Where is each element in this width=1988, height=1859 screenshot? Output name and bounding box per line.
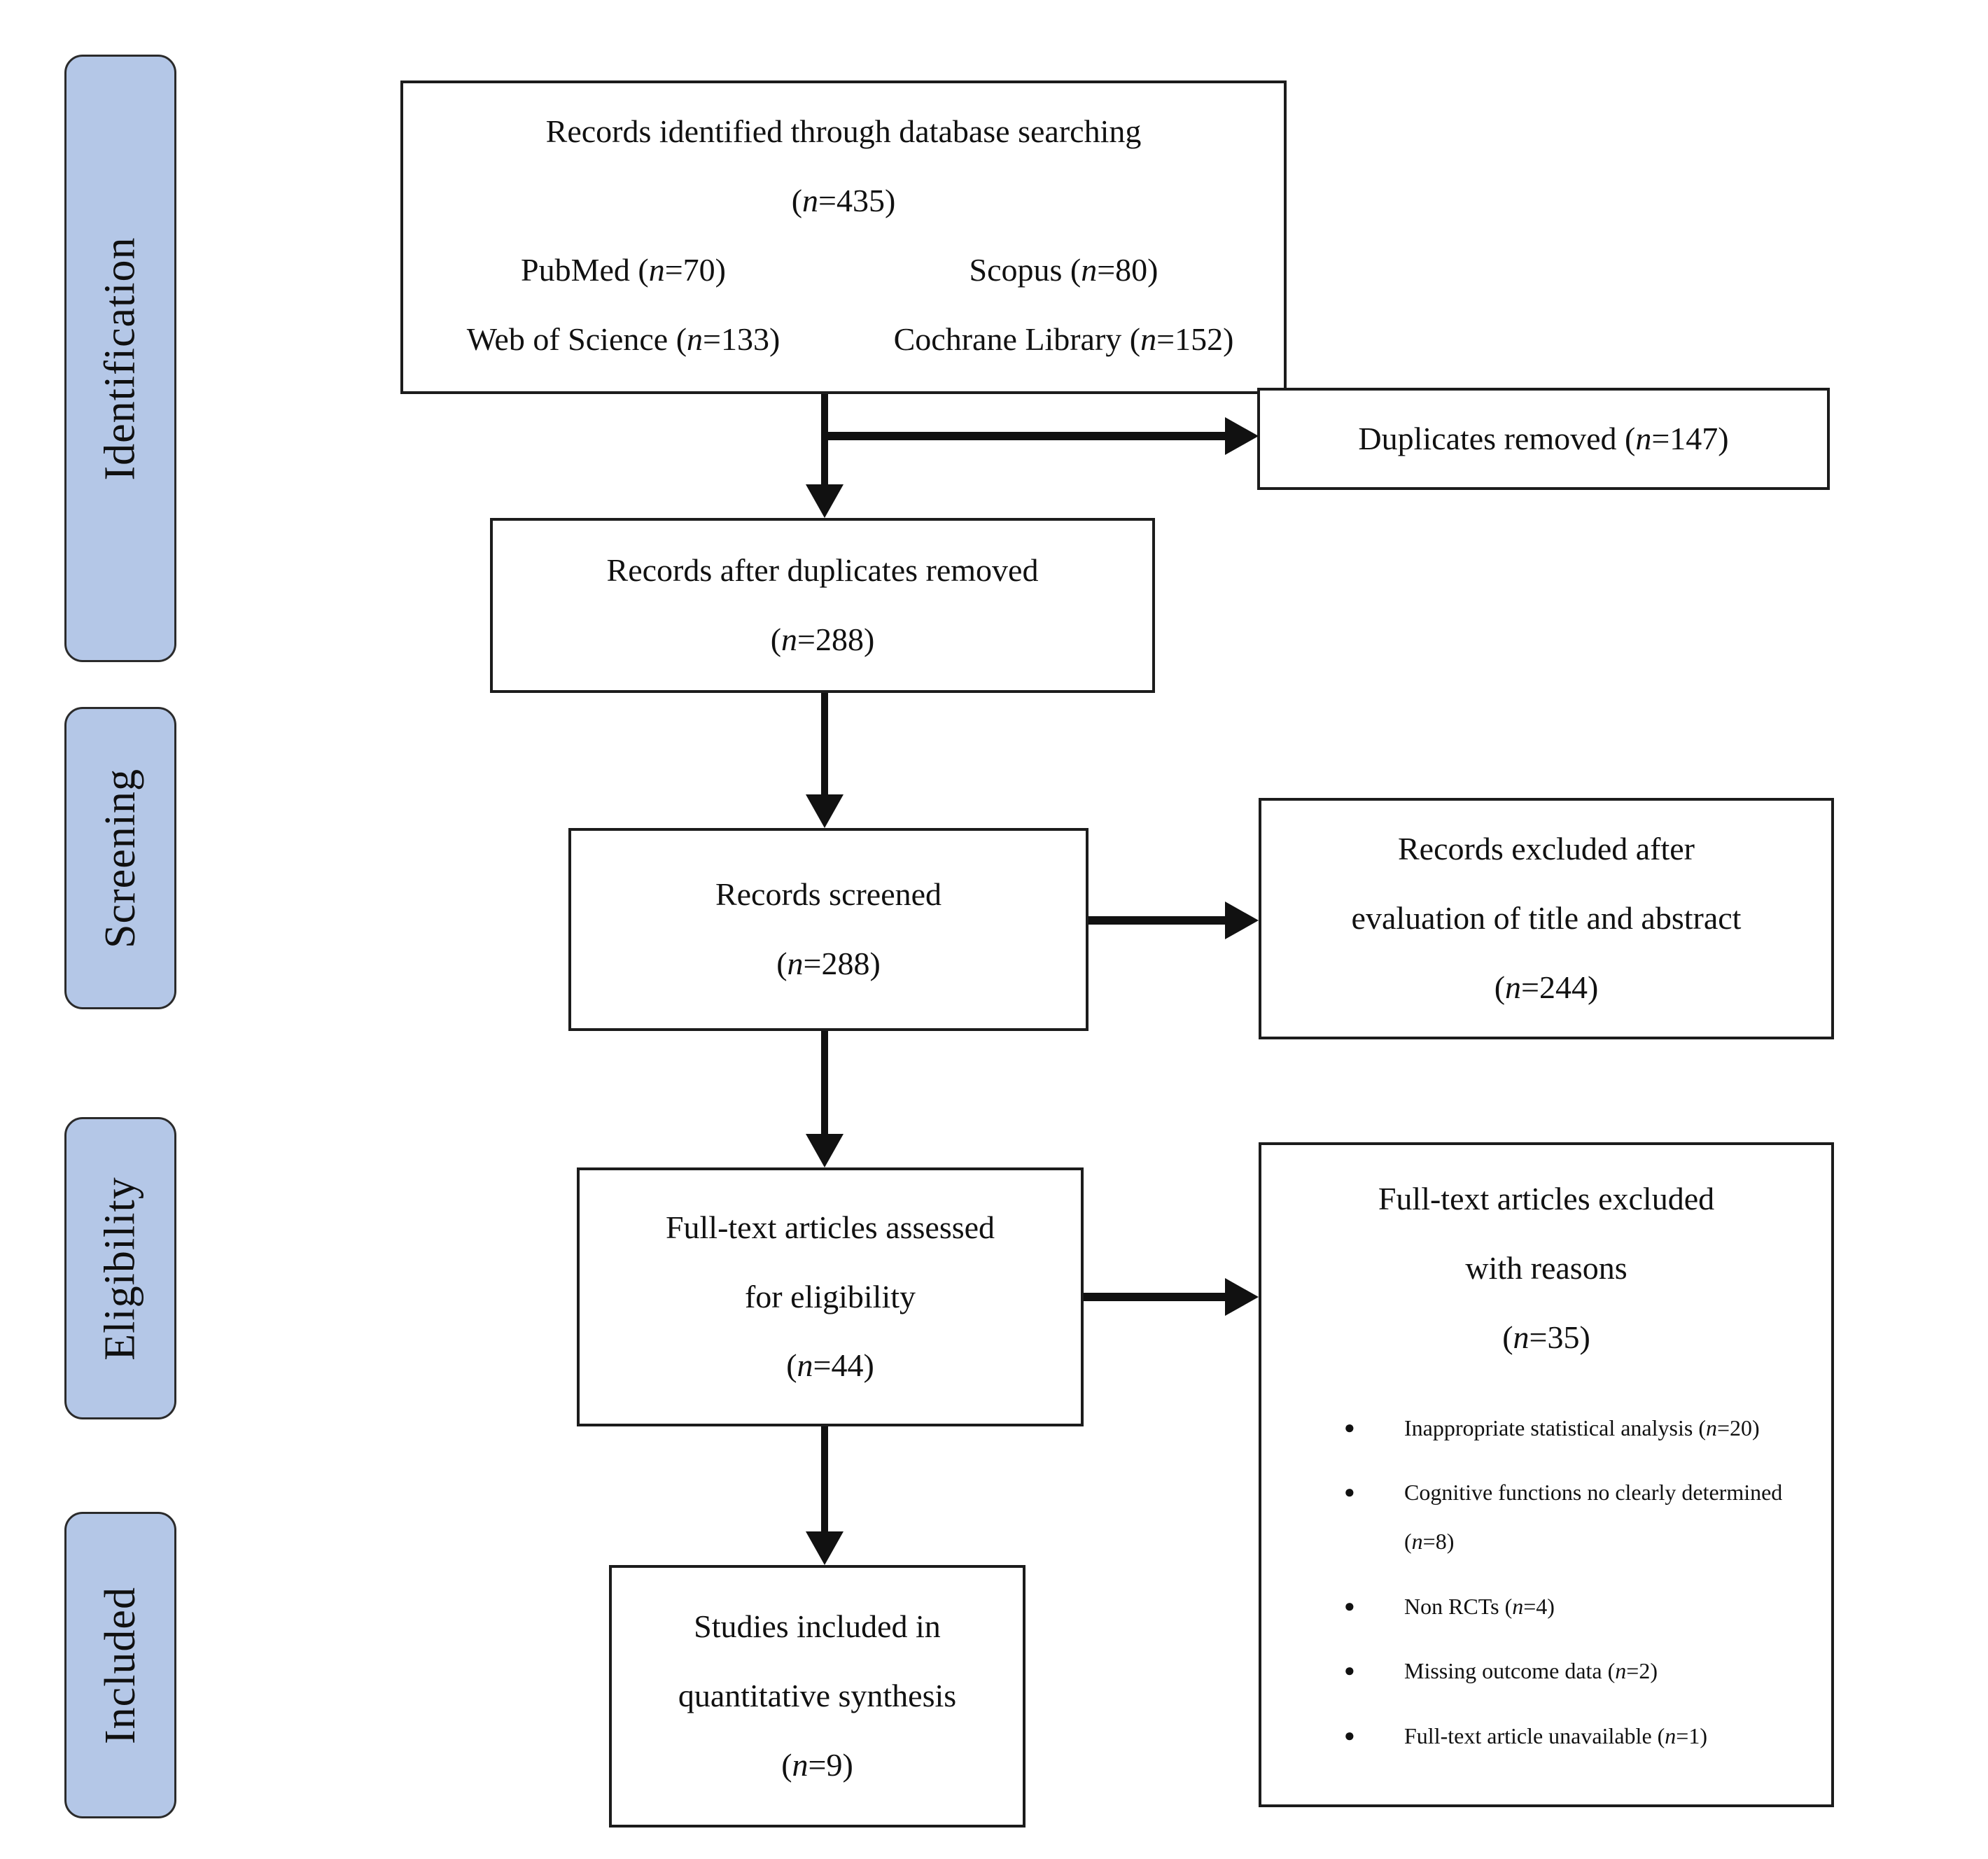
stage-label-text: Identification bbox=[96, 237, 144, 480]
box-title-line1: Records excluded after bbox=[1397, 831, 1695, 867]
arrow-down-icon bbox=[806, 794, 844, 828]
box-title: Records identified through database sear… bbox=[545, 113, 1142, 149]
box-count: (n=435) bbox=[791, 182, 896, 218]
reason-text: Cognitive functions no clearly determine… bbox=[1404, 1480, 1783, 1555]
box-title-line1: Full-text articles excluded bbox=[1378, 1181, 1715, 1216]
connector-to-duplicates bbox=[821, 432, 1225, 440]
connector-screened-to-fulltext bbox=[821, 1031, 828, 1134]
stage-label-text: Screening bbox=[96, 768, 144, 948]
connector-screened-to-excluded bbox=[1088, 916, 1225, 925]
stage-label-screening: Screening bbox=[64, 707, 176, 1009]
box-title-line1: Full-text articles assessed bbox=[665, 1209, 995, 1245]
box-count: (n=288) bbox=[770, 622, 875, 657]
box-count: (n=35) bbox=[1502, 1319, 1590, 1355]
list-item: ● Full-text article unavailable (n=1) bbox=[1344, 1711, 1785, 1760]
box-title-line2: quantitative synthesis bbox=[678, 1678, 957, 1714]
connector-afterdup-to-screened bbox=[821, 693, 828, 794]
box-title: Records after duplicates removed bbox=[606, 552, 1039, 589]
box-count: (n=9) bbox=[781, 1746, 853, 1783]
box-records-after-duplicates: Records after duplicates removed (n=288) bbox=[490, 518, 1155, 693]
box-count: (n=244) bbox=[1494, 969, 1599, 1005]
stage-label-text: Included bbox=[96, 1586, 144, 1744]
box-title: Duplicates removed (n=147) bbox=[1358, 420, 1729, 456]
arrow-down-icon bbox=[806, 484, 844, 518]
box-fulltext-excluded: Full-text articles excluded with reasons… bbox=[1259, 1142, 1834, 1807]
box-records-screened: Records screened (n=288) bbox=[568, 828, 1088, 1031]
connector-fulltext-to-ftexcluded bbox=[1084, 1293, 1225, 1301]
list-item: ● Cognitive functions no clearly determi… bbox=[1344, 1468, 1785, 1566]
stage-label-text: Eligibility bbox=[96, 1176, 144, 1361]
source-grid: PubMed (n=70) Scopus (n=80) Web of Scien… bbox=[403, 236, 1284, 374]
stage-label-included: Included bbox=[64, 1512, 176, 1818]
arrow-right-icon bbox=[1225, 417, 1259, 455]
list-item: ● Inappropriate statistical analysis (n=… bbox=[1344, 1403, 1785, 1452]
arrow-right-icon bbox=[1225, 902, 1259, 939]
reason-text: Missing outcome data (n=2) bbox=[1404, 1658, 1658, 1684]
connector-fulltext-to-included bbox=[821, 1426, 828, 1531]
box-title-line2: for eligibility bbox=[744, 1278, 916, 1314]
arrow-down-icon bbox=[806, 1531, 844, 1565]
bullet-icon: ● bbox=[1344, 1660, 1355, 1681]
arrow-down-icon bbox=[806, 1134, 844, 1167]
list-item: ● Missing outcome data (n=2) bbox=[1344, 1646, 1785, 1695]
stage-label-eligibility: Eligibility bbox=[64, 1117, 176, 1419]
box-title-line2: evaluation of title and abstract bbox=[1351, 900, 1742, 936]
box-title-line1: Studies included in bbox=[694, 1608, 941, 1645]
bullet-icon: ● bbox=[1344, 1595, 1355, 1616]
box-records-identified: Records identified through database sear… bbox=[400, 80, 1287, 394]
reason-text: Non RCTs (n=4) bbox=[1404, 1593, 1555, 1619]
source-item-pubmed: PubMed (n=70) bbox=[521, 251, 726, 288]
box-title-line2: with reasons bbox=[1465, 1249, 1628, 1286]
source-item-scopus: Scopus (n=80) bbox=[969, 251, 1158, 288]
bullet-icon: ● bbox=[1344, 1482, 1355, 1503]
box-studies-included: Studies included in quantitative synthes… bbox=[609, 1565, 1026, 1828]
reason-text: Inappropriate statistical analysis (n=20… bbox=[1404, 1415, 1760, 1440]
bullet-icon: ● bbox=[1344, 1725, 1355, 1746]
arrow-right-icon bbox=[1225, 1278, 1259, 1316]
source-item-web-of-science: Web of Science (n=133) bbox=[466, 321, 780, 357]
stage-label-identification: Identification bbox=[64, 55, 176, 662]
bullet-icon: ● bbox=[1344, 1417, 1355, 1438]
box-fulltext-assessed: Full-text articles assessed for eligibil… bbox=[577, 1167, 1084, 1426]
box-title: Records screened bbox=[715, 876, 942, 913]
exclusion-reason-list: ● Inappropriate statistical analysis (n=… bbox=[1344, 1403, 1785, 1776]
box-count: (n=44) bbox=[786, 1347, 874, 1384]
source-item-cochrane: Cochrane Library (n=152) bbox=[893, 321, 1234, 357]
box-duplicates-removed: Duplicates removed (n=147) bbox=[1257, 388, 1830, 490]
box-count: (n=288) bbox=[776, 946, 881, 981]
list-item: ● Non RCTs (n=4) bbox=[1344, 1582, 1785, 1631]
box-records-excluded-title-abstract: Records excluded after evaluation of tit… bbox=[1259, 798, 1834, 1039]
reason-text: Full-text article unavailable (n=1) bbox=[1404, 1723, 1707, 1748]
